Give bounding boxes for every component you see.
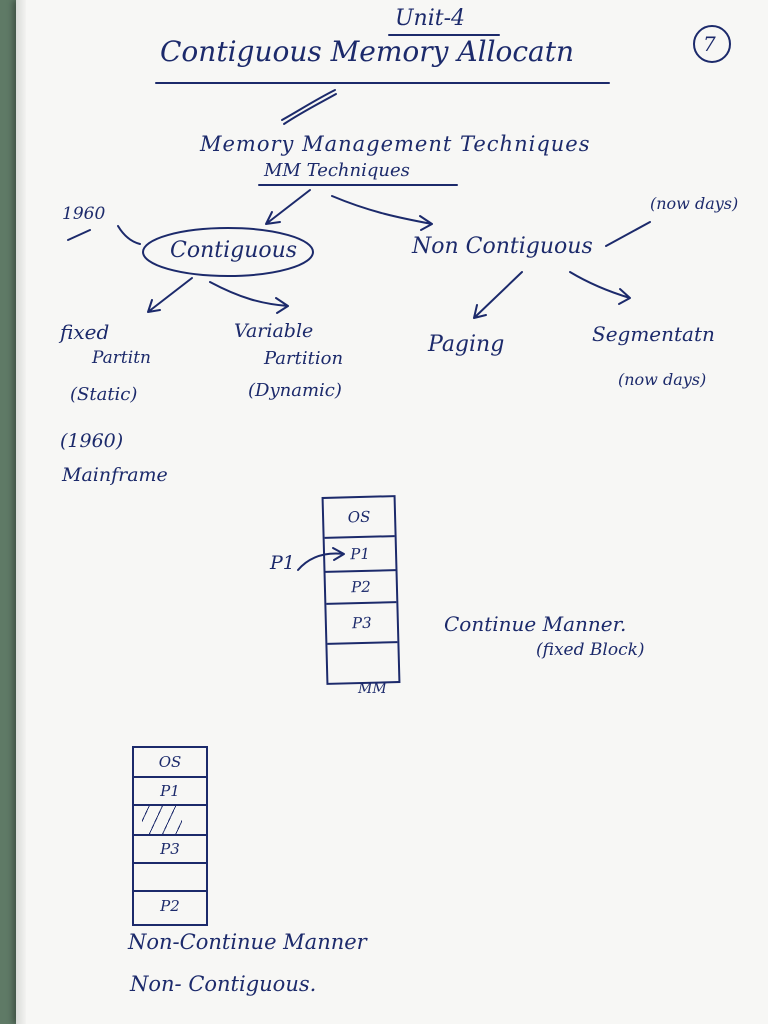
arrow-to-fixed (147, 277, 193, 313)
tree-root-label: Memory Management Techniques (200, 132, 591, 156)
process-p1-label: P1 (270, 552, 295, 574)
contiguous-label: Contiguous (170, 238, 298, 263)
fixed-static-label: (Static) (70, 384, 138, 405)
history-mainframe: Mainframe (62, 464, 168, 486)
unit-heading: Unit-4 (395, 6, 466, 31)
memory-cell-empty (134, 864, 206, 892)
memory-cell-hatched (134, 806, 206, 836)
title-underline (155, 82, 610, 84)
fixed-block-note: (fixed Block) (536, 640, 645, 660)
memory-cell-p3: P3 (326, 603, 398, 645)
memory-cell-p1: P1 (134, 778, 206, 806)
left-note: 1960 (62, 204, 106, 224)
arrow-to-paging (473, 271, 523, 319)
history-year: (1960) (60, 430, 124, 452)
arrow-to-variable (209, 281, 289, 314)
memory-cell-p1: P1 (324, 537, 396, 573)
non-contiguous-note: Non- Contiguous. (130, 972, 317, 996)
page-number-circle (693, 25, 731, 63)
unit-underline (388, 34, 500, 36)
memory-block-fixed: OS P1 P2 P3 (321, 495, 401, 685)
non-contiguous-label: Non Contiguous (412, 234, 593, 259)
variable-dynamic-label: (Dynamic) (248, 380, 342, 401)
memory-cell-p2: P2 (160, 897, 180, 915)
variable-label: Variable (234, 320, 314, 342)
arrow-to-non-contiguous (331, 195, 433, 231)
right-note-line (605, 221, 651, 247)
memory-cell-os: OS (134, 748, 206, 778)
arrow-to-contiguous (265, 189, 311, 225)
p1-pointer-arrow (297, 547, 345, 571)
continue-manner-note: Continue Manner. (444, 612, 627, 636)
page-title: Contiguous Memory Allocatn (160, 35, 575, 68)
page-number: 7 (703, 32, 716, 56)
main-memory-caption: MM (358, 681, 387, 697)
memory-cell-os: OS (323, 497, 395, 539)
root-short-underline (258, 184, 458, 186)
variable-partition-label: Partition (264, 348, 344, 369)
page-edge (16, 0, 26, 1024)
notebook-page (16, 0, 768, 1024)
scribble-mark (281, 89, 337, 125)
segmentation-label: Segmentatn (592, 322, 715, 346)
left-note-line (67, 225, 141, 245)
non-continue-manner-note: Non-Continue Manner (128, 930, 367, 954)
tree-root-short: MM Techniques (264, 160, 410, 181)
memory-cell-p2: P2 (325, 571, 397, 605)
fixed-partition-label: Partitn (92, 348, 151, 368)
fixed-label: fixed (60, 320, 110, 344)
segmentation-note: (now days) (618, 370, 707, 389)
right-note: (now days) (650, 194, 739, 213)
paging-label: Paging (428, 332, 505, 357)
memory-cell-p3: P3 (134, 836, 206, 864)
memory-cell-empty (327, 643, 398, 679)
memory-block-non-contiguous: OS P1 P3 P2 (132, 746, 208, 926)
arrow-to-segmentation (569, 271, 631, 305)
contiguous-ellipse (142, 227, 314, 277)
